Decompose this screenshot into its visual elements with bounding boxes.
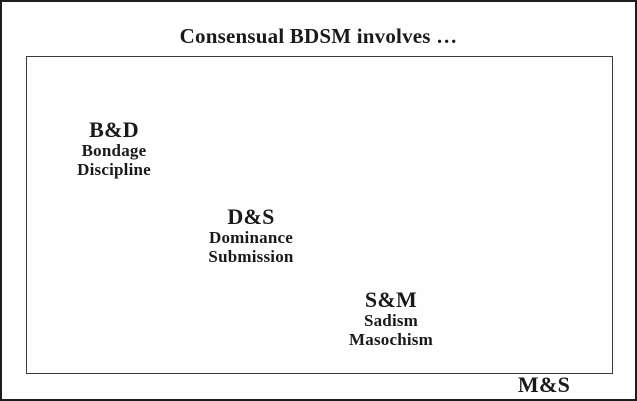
figure-title: Consensual BDSM involves … [179, 24, 458, 48]
group-term: Masochism [349, 329, 433, 349]
group-sadism-masochism: S&M Sadism Masochism [349, 288, 433, 349]
group-term: Master and slave [481, 396, 608, 399]
group-dominance-submission: D&S Dominance Submission [208, 205, 293, 266]
group-abbr: S&M [364, 287, 418, 312]
diagram-box: B&D Bondage Discipline D&S Dominance Sub… [26, 56, 613, 399]
group-master-slave: M&S Master and slave [481, 372, 608, 400]
group-term: Dominance [209, 228, 293, 247]
group-term: Submission [208, 246, 294, 266]
group-abbr: M&S [517, 372, 571, 397]
group-abbr: B&D [89, 117, 139, 142]
group-term: Discipline [77, 159, 151, 179]
group-bondage-discipline: B&D Bondage Discipline [77, 118, 151, 179]
group-abbr: D&S [227, 204, 275, 229]
group-term: Bondage [81, 141, 147, 160]
group-term: Sadism [363, 311, 419, 330]
